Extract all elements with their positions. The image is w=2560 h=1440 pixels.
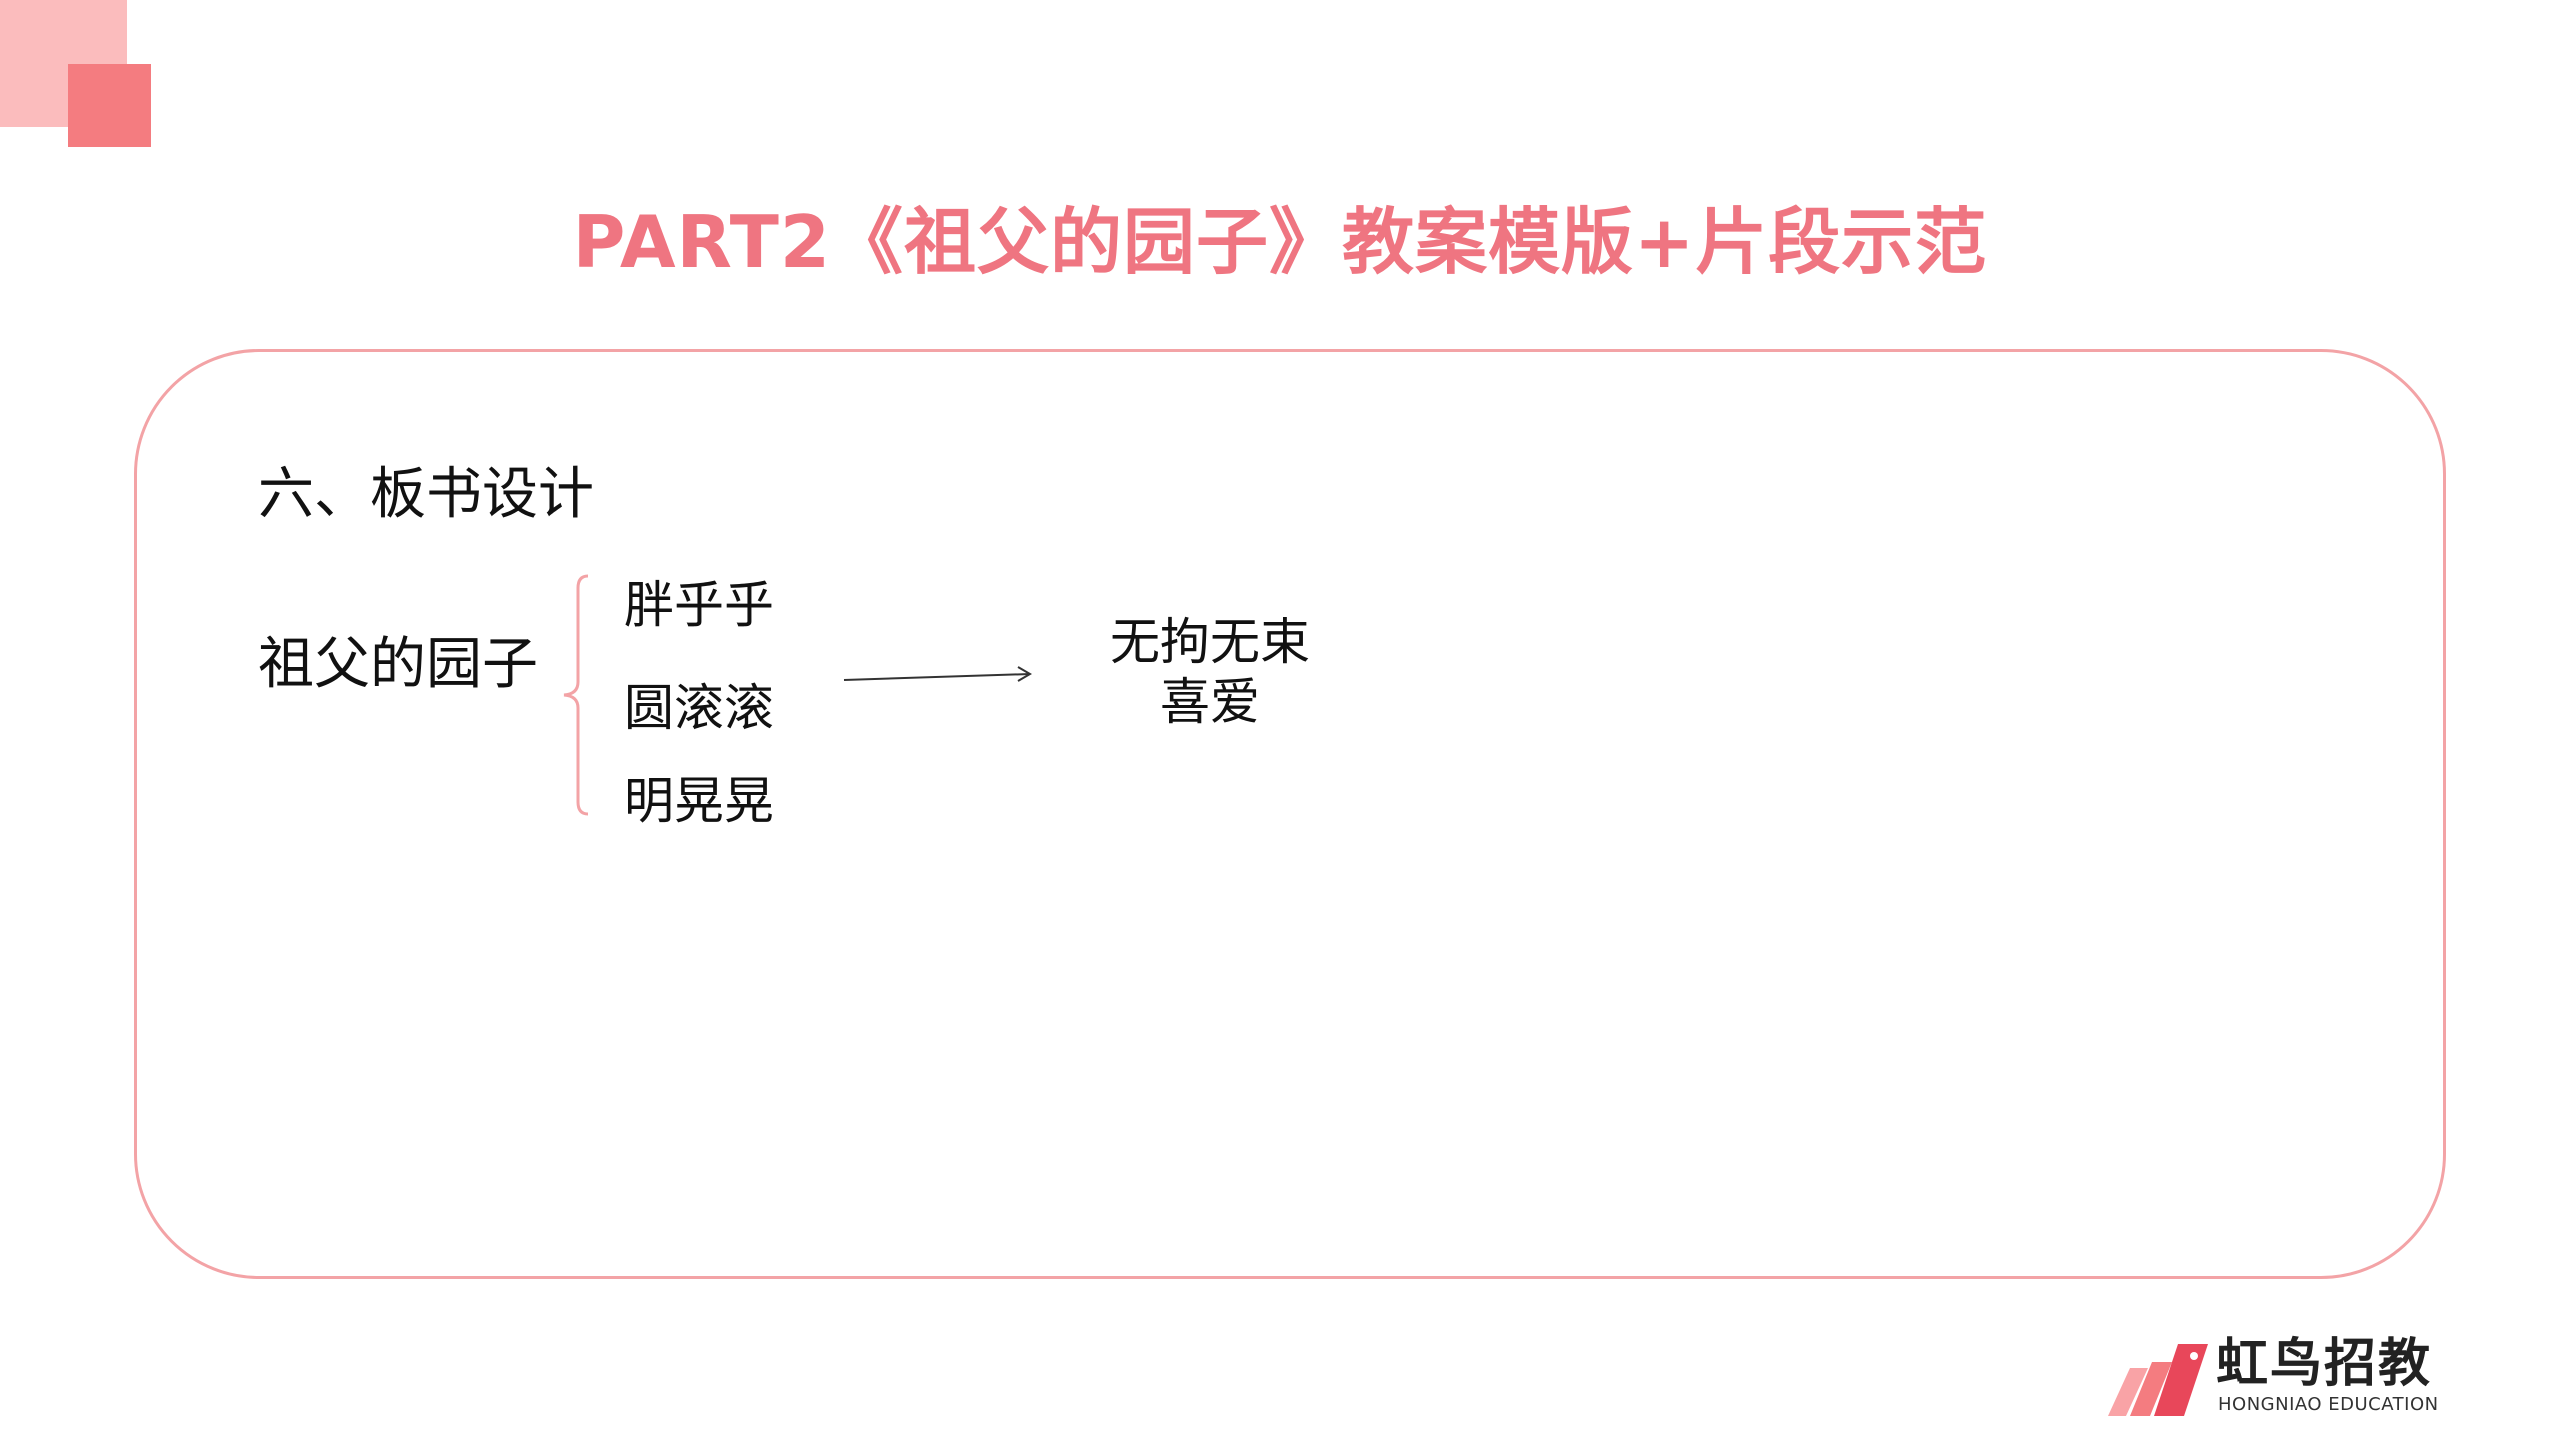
sub-word-2: 圆滚滚 — [624, 679, 774, 737]
section-heading: 六、板书设计 — [258, 462, 594, 527]
sub-word-3: 明晃晃 — [624, 772, 774, 830]
brand-name-cn: 虹鸟招教 — [2216, 1334, 2433, 1394]
curly-brace — [563, 574, 589, 816]
sub-word-1: 胖乎乎 — [624, 576, 774, 634]
result-word-2: 喜爱 — [1160, 673, 1260, 731]
main-word: 祖父的园子 — [258, 632, 538, 697]
result-word-1: 无拘无束 — [1110, 613, 1310, 671]
bird-logo-icon — [2108, 1344, 2208, 1416]
decorative-square-dark — [68, 64, 151, 147]
slide-title: PART2《祖父的园子》教案模版+片段示范 — [572, 200, 1988, 284]
result-group: 无拘无束 喜爱 — [1060, 612, 1360, 732]
brand-logo: 虹鸟招教 HONGNIAO EDUCATION — [2104, 1334, 2444, 1428]
arrow — [843, 666, 1032, 682]
brand-name-en: HONGNIAO EDUCATION — [2218, 1394, 2439, 1415]
content-panel — [134, 349, 2446, 1279]
